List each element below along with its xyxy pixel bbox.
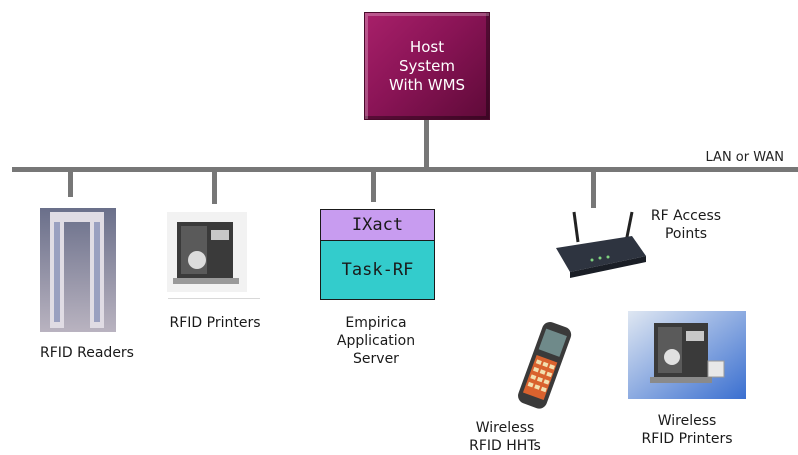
ixact-module: IXact (320, 209, 435, 241)
printers-connector (212, 172, 217, 204)
network-bus (12, 167, 798, 172)
readers-connector (68, 172, 73, 197)
server-connector (371, 172, 376, 202)
network-label: LAN or WAN (705, 150, 784, 165)
app-server-label: Empirica Application Server (336, 315, 416, 367)
host-system-box: Host System With WMS (364, 12, 490, 120)
rf-access-point-image (556, 211, 646, 278)
printer-shadow-line (168, 298, 260, 299)
task-rf-module: Task-RF (320, 240, 435, 300)
wireless-printers-label: Wireless RFID Printers (641, 413, 733, 447)
host-connector (424, 118, 429, 168)
wireless-hhts-label: Wireless RFID HHTs (469, 420, 541, 454)
wireless-printer-image (628, 311, 746, 399)
wireless-hht-image (518, 321, 572, 409)
rfid-printers-label: RFID Printers (169, 315, 261, 331)
rfid-printer-image (167, 212, 247, 292)
access-point-connector (591, 172, 596, 208)
rfid-reader-image (40, 208, 116, 332)
rfid-readers-label: RFID Readers (40, 345, 134, 361)
rf-access-points-label: RF Access Points (650, 208, 722, 242)
